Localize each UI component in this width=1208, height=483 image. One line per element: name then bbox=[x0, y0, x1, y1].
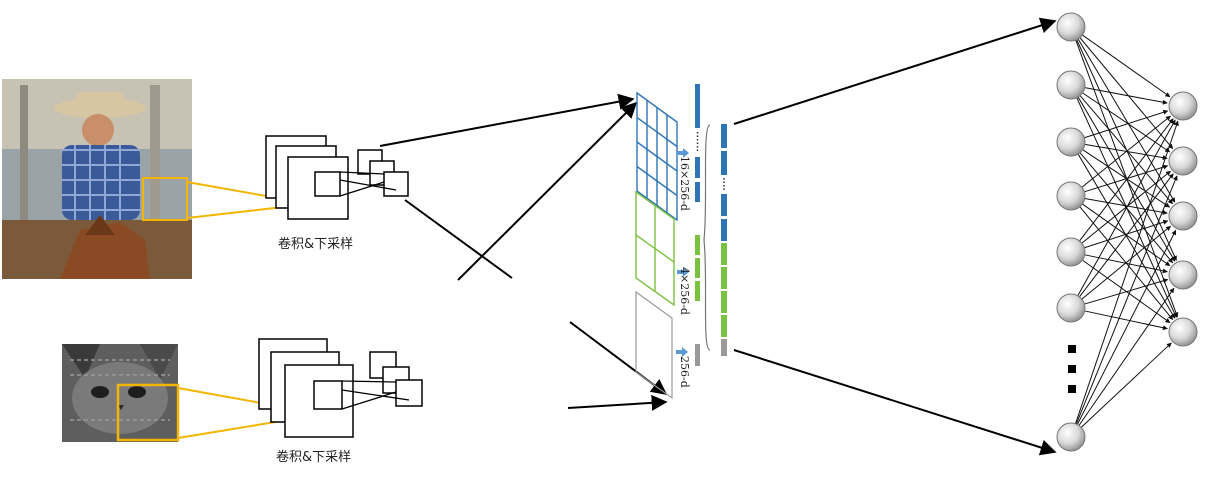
input-image-bottom bbox=[62, 344, 178, 442]
pooling-grid-4x4 bbox=[636, 91, 678, 222]
fc-edge bbox=[1084, 197, 1168, 215]
fc-edge bbox=[1081, 225, 1172, 300]
label-16x256d: 16×256-d bbox=[678, 156, 691, 211]
concat-vector-gray bbox=[721, 339, 727, 356]
fc-edge bbox=[1084, 310, 1168, 331]
brace bbox=[703, 124, 711, 351]
fc-edge bbox=[1075, 175, 1178, 425]
caption-conv-top: 卷积&下采样 bbox=[278, 236, 353, 252]
fc-edge bbox=[1079, 173, 1174, 298]
fc-edge bbox=[1075, 120, 1179, 424]
fc-edge bbox=[1079, 95, 1173, 205]
fc-edges bbox=[1075, 34, 1179, 428]
fc-input-node bbox=[1056, 181, 1086, 211]
small-arrow-icons bbox=[676, 148, 689, 357]
fc-input-node bbox=[1056, 70, 1086, 100]
fc-edge bbox=[1080, 342, 1172, 428]
fc-edge bbox=[1084, 164, 1169, 193]
fc-edge bbox=[1079, 118, 1174, 242]
conv-connectors-top bbox=[339, 171, 397, 197]
concat-vector-blue bbox=[721, 124, 727, 241]
fc-output-node bbox=[1168, 201, 1198, 231]
feature-map-arrows bbox=[379, 93, 668, 411]
fc-edge bbox=[1082, 34, 1171, 98]
conv-stack-top bbox=[265, 135, 409, 220]
fc-input-node bbox=[1056, 127, 1086, 157]
fc-output-node bbox=[1168, 91, 1198, 121]
vector-to-fc-arrows bbox=[733, 17, 1057, 456]
pooling-grid-1x1 bbox=[635, 290, 673, 400]
concat-vector-green bbox=[721, 243, 727, 337]
fc-output-node bbox=[1168, 317, 1198, 347]
crop-box-bottom bbox=[116, 383, 180, 442]
fc-edge bbox=[1084, 109, 1169, 139]
crop-box-top bbox=[142, 177, 188, 221]
fc-edge bbox=[1076, 229, 1177, 425]
fc-edge bbox=[1078, 287, 1175, 426]
fc-input-node bbox=[1056, 237, 1086, 267]
fc-edge bbox=[1077, 153, 1176, 319]
fc-output-node bbox=[1168, 260, 1198, 290]
fc-input-node bbox=[1056, 422, 1086, 452]
fc-output-node bbox=[1168, 146, 1198, 176]
pooled-vector-4 bbox=[695, 235, 700, 301]
fc-edge bbox=[1082, 92, 1171, 153]
fc-edge bbox=[1081, 170, 1171, 244]
fc-edge bbox=[1084, 278, 1169, 305]
fc-edge bbox=[1084, 219, 1169, 249]
fc-edge bbox=[1079, 37, 1174, 150]
fc-ellipsis bbox=[1068, 345, 1076, 393]
conv-connectors-bottom bbox=[341, 380, 410, 410]
pooled-vector-1 bbox=[695, 344, 700, 366]
fc-nodes bbox=[1056, 12, 1198, 452]
fc-input-node bbox=[1056, 12, 1086, 42]
pooled-vector-16 bbox=[695, 84, 700, 202]
fc-edge bbox=[1084, 87, 1168, 105]
conv-stack-bottom bbox=[258, 338, 423, 438]
fc-edge bbox=[1081, 115, 1171, 188]
pooling-grid-2x2 bbox=[635, 190, 675, 307]
label-4x256d: 4×256-d bbox=[678, 267, 691, 315]
crop-line bbox=[186, 206, 284, 219]
fc-edge bbox=[1077, 38, 1176, 203]
fc-edge bbox=[1077, 119, 1176, 296]
fc-input-node bbox=[1056, 293, 1086, 323]
caption-conv-bottom: 卷积&下采样 bbox=[276, 449, 351, 465]
label-256d: 256-d bbox=[678, 356, 691, 388]
